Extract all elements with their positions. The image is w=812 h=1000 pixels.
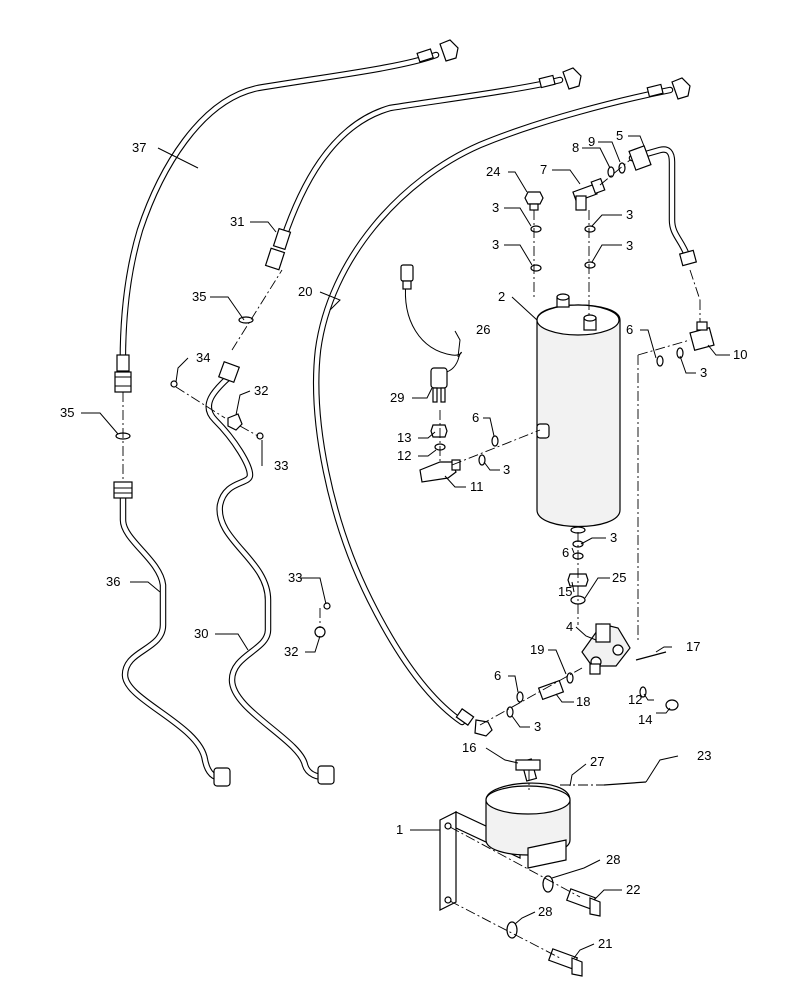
callout-3: 3 <box>626 238 633 253</box>
callout-28: 28 <box>606 852 620 867</box>
hose-31 <box>264 67 582 271</box>
callout-11: 11 <box>470 479 484 494</box>
callout-4: 4 <box>566 619 573 634</box>
bolt-22 <box>565 888 601 917</box>
callout-35: 35 <box>60 405 74 420</box>
callout-16: 16 <box>462 740 476 755</box>
callout-35: 35 <box>192 289 206 304</box>
callout-17: 17 <box>686 639 700 654</box>
callout-2: 2 <box>498 289 505 304</box>
o-ring-3 <box>506 706 514 718</box>
plug-14 <box>665 699 679 711</box>
callout-27: 27 <box>590 754 604 769</box>
callout-3: 3 <box>700 365 707 380</box>
callout-24: 24 <box>486 164 500 179</box>
callout-6: 6 <box>562 545 569 560</box>
callout-26: 26 <box>476 322 490 337</box>
valve-10 <box>656 321 715 367</box>
callout-33: 33 <box>274 458 288 473</box>
callout-37: 37 <box>132 140 146 155</box>
leader-lines <box>81 135 730 959</box>
callout-32: 32 <box>254 383 268 398</box>
callout-7: 7 <box>540 162 547 177</box>
bracket-1 <box>439 758 571 911</box>
adapter-13 <box>430 424 448 451</box>
o-ring-6 <box>516 691 524 703</box>
callout-3: 3 <box>492 200 499 215</box>
callout-6: 6 <box>472 410 479 425</box>
o-ring-6 <box>491 435 499 447</box>
callout-14: 14 <box>638 712 652 727</box>
assembly-lines <box>122 159 701 959</box>
callout-19: 19 <box>530 642 544 657</box>
washer-28 <box>506 921 518 939</box>
callout-18: 18 <box>576 694 590 709</box>
o-ring-19 <box>566 672 574 684</box>
callout-3: 3 <box>492 237 499 252</box>
callouts: 1 2 3 3 3 3 3 3 3 3 4 5 6 6 6 6 7 8 9 10… <box>60 128 747 951</box>
o-ring-3 <box>530 264 542 272</box>
callout-1: 1 <box>396 822 403 837</box>
callout-34: 34 <box>196 350 210 365</box>
callout-21: 21 <box>598 936 612 951</box>
tee-11 <box>419 459 461 483</box>
drain-15 <box>567 573 589 605</box>
bolt-17 <box>635 651 667 661</box>
hose-20 <box>313 77 691 737</box>
tube-5 <box>628 145 698 267</box>
bolt-23 <box>603 781 647 786</box>
o-ring-3 <box>530 225 542 233</box>
o-ring-8 <box>607 166 615 178</box>
callout-23: 23 <box>697 748 711 763</box>
callout-36: 36 <box>106 574 120 589</box>
callout-5: 5 <box>616 128 623 143</box>
hose-37 <box>114 39 459 393</box>
plug-24 <box>524 191 544 211</box>
o-ring-3 <box>478 454 486 466</box>
callout-3: 3 <box>626 207 633 222</box>
callout-12: 12 <box>397 448 411 463</box>
sensor-26 <box>400 264 462 403</box>
callout-6: 6 <box>626 322 633 337</box>
callout-3: 3 <box>503 462 510 477</box>
o-ring-3 <box>584 225 596 233</box>
bolt-21 <box>547 948 583 977</box>
callout-3: 3 <box>534 719 541 734</box>
callout-3: 3 <box>610 530 617 545</box>
clip-32-lower <box>314 602 331 638</box>
callout-31: 31 <box>230 214 244 229</box>
washer-28 <box>542 875 554 893</box>
callout-22: 22 <box>626 882 640 897</box>
tube-36 <box>113 481 231 787</box>
callout-8: 8 <box>572 140 579 155</box>
callout-32: 32 <box>284 644 298 659</box>
callout-29: 29 <box>390 390 404 405</box>
callout-10: 10 <box>733 347 747 362</box>
fitting-18 <box>537 679 565 701</box>
o-ring-3 <box>584 261 596 269</box>
callout-28: 28 <box>538 904 552 919</box>
air-tank <box>536 293 621 534</box>
callout-25: 25 <box>612 570 626 585</box>
callout-15: 15 <box>558 584 572 599</box>
callout-30: 30 <box>194 626 208 641</box>
tee-7 <box>572 177 606 211</box>
callout-6: 6 <box>494 668 501 683</box>
label-16 <box>515 759 541 771</box>
callout-33: 33 <box>288 570 302 585</box>
washer-35 <box>238 316 254 324</box>
callout-13: 13 <box>397 430 411 445</box>
o-ring-9 <box>618 162 626 174</box>
tube-30 <box>205 360 335 785</box>
valve-4 <box>581 623 631 675</box>
callout-9: 9 <box>588 134 595 149</box>
callout-12: 12 <box>628 692 642 707</box>
callout-20: 20 <box>298 284 312 299</box>
